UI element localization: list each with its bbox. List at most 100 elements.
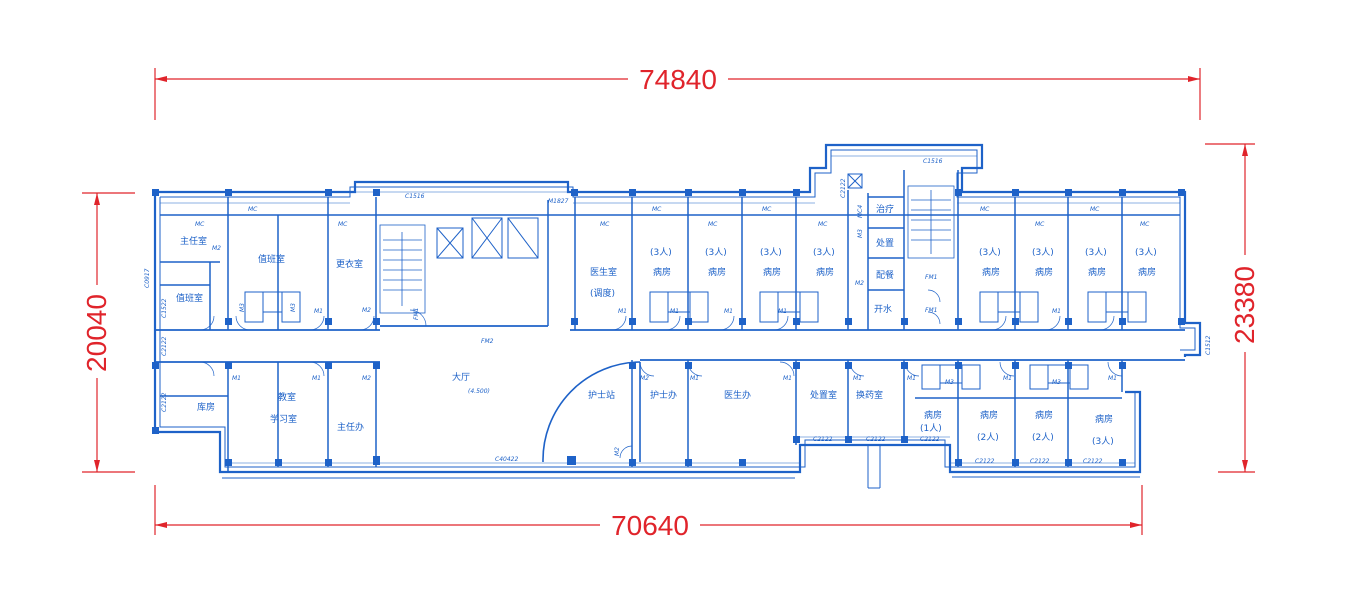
room-label-top-1: 主任室 — [180, 235, 207, 247]
dim-top-label: 74840 — [639, 64, 717, 95]
tag-m1-11: M1 — [670, 308, 679, 315]
tag-fm1-left: FM1 — [413, 308, 420, 320]
room-count-bottom-4: (3人) — [1092, 436, 1114, 447]
tag-m2-3: M2 — [640, 375, 649, 382]
tag-m2-6: M2 — [855, 280, 864, 287]
room-label-top-2: 值班室 — [176, 292, 203, 304]
corridor-walls — [155, 325, 1185, 363]
tag-m2-5: M2 — [614, 447, 621, 456]
exterior-walls-inner — [159, 149, 1196, 479]
room-label-top-13: 配餐 — [876, 269, 894, 281]
tag-win-b2: C2122 — [866, 436, 886, 443]
room-count-top-3: (3人) — [760, 247, 782, 258]
tag-m1-3: M1 — [690, 375, 699, 382]
tag-m1-12: M1 — [724, 308, 733, 315]
tag-mc-3: MC — [338, 221, 348, 228]
room-label-top-16: 病房 — [1035, 266, 1053, 278]
room-label-top-12: 处置 — [876, 237, 894, 249]
elevators — [436, 173, 863, 259]
tag-door-corridor: FM2 — [481, 338, 494, 345]
tag-win-left-1: C0917 — [144, 268, 151, 288]
room-label-bottom-11: 病房 — [924, 409, 942, 421]
room-label-top-5: 医生室 — [590, 266, 617, 278]
stair-left — [379, 224, 426, 314]
room-label-bottom-7: 护士办 — [650, 389, 677, 401]
tag-win-left-4: C2122 — [161, 392, 168, 412]
dimension-lines — [82, 68, 1255, 535]
tag-mc-11: MC — [1090, 206, 1100, 213]
room-label-bottom-13: 病房 — [1035, 409, 1053, 421]
toilet-cells — [244, 291, 1147, 390]
tag-m1-10: M1 — [618, 308, 627, 315]
tag-win-b1: C2122 — [813, 436, 833, 443]
tag-mc-1: MC — [195, 221, 205, 228]
tag-mc-9: MC — [980, 206, 990, 213]
tag-win-left-2: C1522 — [161, 298, 168, 318]
room-label-bottom-10: 换药室 — [856, 389, 883, 401]
room-labels-top: 主任室 值班室 值班室 更衣室 医生室 (调度) (3人) 病房 (3人) 病房… — [176, 203, 1157, 315]
columns — [152, 189, 1185, 466]
tag-labels: C1516 C1516 M1827 MC MC MC MC MC MC MC M… — [144, 158, 1212, 465]
room-label-top-8: 病房 — [708, 266, 726, 278]
dim-bottom-label: 70640 — [611, 510, 689, 541]
tag-mc-12: MC — [1140, 221, 1150, 228]
hall-elevation: (4.500) — [468, 388, 490, 395]
room-label-top-3: 值班室 — [258, 253, 285, 265]
tag-mc-7: MC — [762, 206, 772, 213]
room-label-top-18: 病房 — [1138, 266, 1156, 278]
tag-fm1-right-2: FM1 — [925, 307, 937, 314]
stair-right — [907, 185, 955, 259]
tag-m1-14: M1 — [1052, 308, 1061, 315]
room-labels-bottom: 库房 教室 学习室 主任办 大厅 (4.500) 护士站 护士办 医生办 处置室… — [197, 371, 1114, 447]
exterior-walls — [153, 143, 1202, 474]
room-count-bottom-3: (2人) — [1032, 432, 1054, 443]
tag-m1-1: M1 — [232, 375, 241, 382]
tag-mc-10: MC — [1035, 221, 1045, 228]
room-label-top-9: 病房 — [763, 266, 781, 278]
entrance-post — [867, 445, 881, 489]
tag-m1-8: M1 — [1108, 375, 1117, 382]
tag-m2-1: M2 — [212, 245, 221, 252]
room-count-top-6: (3人) — [1032, 247, 1054, 258]
tag-m1-6: M1 — [907, 375, 916, 382]
tag-mc-8: MC — [818, 221, 828, 228]
room-label-bottom-8: 医生办 — [724, 389, 751, 401]
room-label-bottom-6: 护士站 — [588, 389, 615, 401]
room-count-top-7: (3人) — [1085, 247, 1107, 258]
dim-right-label: 23380 — [1229, 266, 1260, 344]
dimension-arrows — [94, 76, 1248, 528]
room-label-bottom-3: 学习室 — [270, 413, 297, 425]
room-label-bottom-2: 教室 — [278, 391, 296, 403]
tag-m3-3: M3 — [857, 229, 864, 238]
tag-win-right: C1512 — [1205, 335, 1212, 355]
tag-win-b5: C2122 — [1030, 458, 1050, 465]
tag-fm1-right-1: FM1 — [925, 274, 937, 281]
room-label-bottom-4: 主任办 — [337, 421, 364, 433]
tag-win-b4: C2122 — [975, 458, 995, 465]
room-label-top-7: 病房 — [653, 266, 671, 278]
room-count-top-2: (3人) — [705, 247, 727, 258]
dim-left-label: 20040 — [81, 294, 112, 372]
room-label-bottom-12: 病房 — [980, 409, 998, 421]
tag-mc-2: MC — [248, 206, 258, 213]
tag-win-stair: C2122 — [840, 178, 847, 198]
room-label-bottom-9: 处置室 — [810, 389, 837, 401]
tag-m3-4: M3 — [945, 379, 954, 386]
tag-win-top-left: C1516 — [405, 193, 425, 200]
tag-m3-1: M3 — [239, 303, 246, 312]
tag-m1-9: M1 — [314, 308, 323, 315]
room-label-top-10: 病房 — [816, 266, 834, 278]
room-label-top-15: 病房 — [982, 266, 1000, 278]
room-count-bottom-2: (2人) — [977, 432, 999, 443]
room-count-bottom-1: (1人) — [920, 423, 942, 434]
room-label-bottom-1: 库房 — [197, 401, 215, 413]
room-count-top-8: (3人) — [1135, 247, 1157, 258]
tag-win-b6: C2122 — [1083, 458, 1103, 465]
tag-win-front: C40422 — [495, 456, 518, 463]
tag-m1-4: M1 — [783, 375, 792, 382]
door-swings — [199, 289, 1123, 459]
tag-m1-13: M1 — [778, 308, 787, 315]
room-label-bottom-5: 大厅 — [452, 371, 470, 383]
tag-m2-2: M2 — [362, 307, 371, 314]
